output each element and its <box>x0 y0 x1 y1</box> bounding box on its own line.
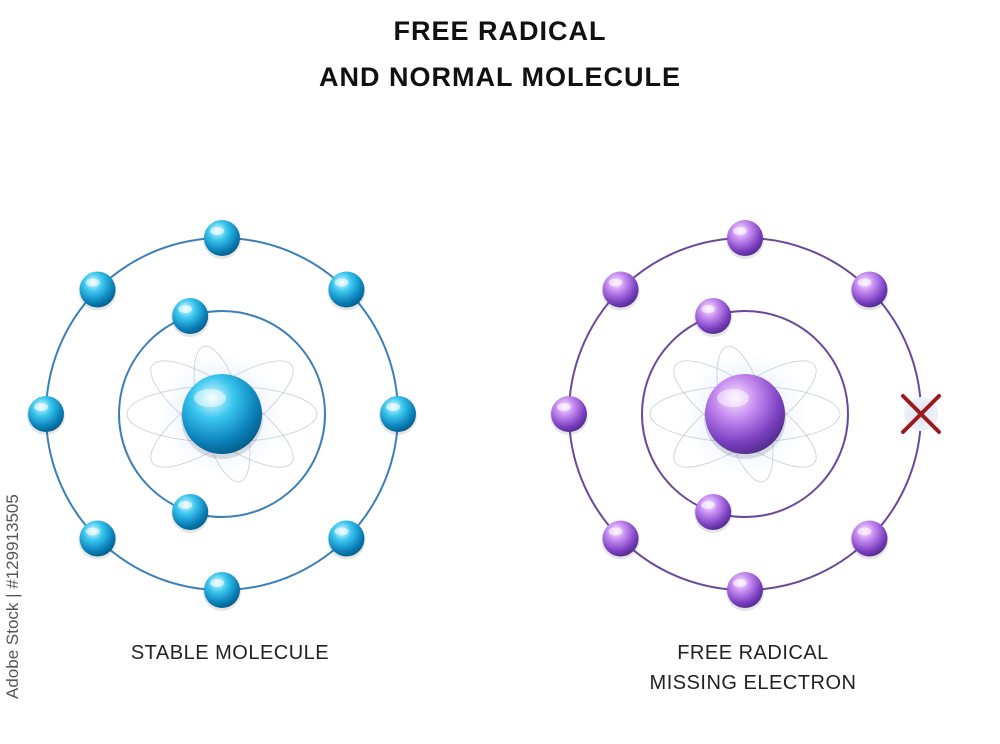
title-line-2: AND NORMAL MOLECULE <box>319 62 681 92</box>
electron-highlight <box>733 227 747 235</box>
electron <box>380 396 416 432</box>
electron-highlight <box>608 527 623 536</box>
electron-highlight <box>85 527 100 536</box>
electron <box>79 520 116 557</box>
free-radical-atom <box>550 220 941 611</box>
electron <box>204 220 240 256</box>
electron <box>602 520 639 557</box>
electron <box>328 520 365 557</box>
electron <box>551 396 587 432</box>
electron-highlight <box>210 227 224 235</box>
electron-highlight <box>34 403 48 411</box>
electron-highlight <box>557 403 571 411</box>
nucleus-highlight <box>194 389 226 407</box>
electron-highlight <box>85 278 100 287</box>
caption-line: STABLE MOLECULE <box>130 642 330 664</box>
electron-highlight <box>608 278 623 287</box>
stable-atom <box>27 220 417 611</box>
nucleus <box>705 374 785 454</box>
electron <box>695 493 732 530</box>
electron-highlight <box>178 305 193 314</box>
electron-highlight <box>334 278 349 287</box>
electron <box>851 520 888 557</box>
free-radical-caption: FREE RADICAL MISSING ELECTRON <box>573 638 933 698</box>
stock-watermark: Adobe Stock | #129913505 <box>0 494 26 702</box>
electron <box>727 572 763 608</box>
inner-orbit <box>641 310 849 518</box>
electron <box>727 220 763 256</box>
nucleus <box>182 374 262 454</box>
caption-line: FREE RADICAL <box>677 642 829 664</box>
title-line-1: FREE RADICAL <box>393 16 607 46</box>
electron <box>695 298 732 335</box>
electron-highlight <box>178 500 193 509</box>
electron-highlight <box>210 579 224 587</box>
electron-highlight <box>701 305 716 314</box>
electron <box>602 271 639 308</box>
electron-highlight <box>857 527 872 536</box>
electron <box>28 396 64 432</box>
electron <box>851 271 888 308</box>
electron-highlight <box>857 278 872 287</box>
electron-highlight <box>733 579 747 587</box>
electron <box>204 572 240 608</box>
inner-orbit <box>118 310 326 518</box>
nucleus-highlight <box>717 389 749 407</box>
electron <box>79 271 116 308</box>
stable-molecule-caption: STABLE MOLECULE <box>50 638 410 668</box>
missing-electron-x-icon <box>901 394 941 434</box>
electron-highlight <box>334 527 349 536</box>
electron-highlight <box>701 500 716 509</box>
watermark-text: Adobe Stock | #129913505 <box>3 494 22 699</box>
electron <box>172 298 209 335</box>
caption-line: MISSING ELECTRON <box>649 672 857 694</box>
electron-highlight <box>386 403 400 411</box>
electron <box>328 271 365 308</box>
electron <box>172 493 209 530</box>
